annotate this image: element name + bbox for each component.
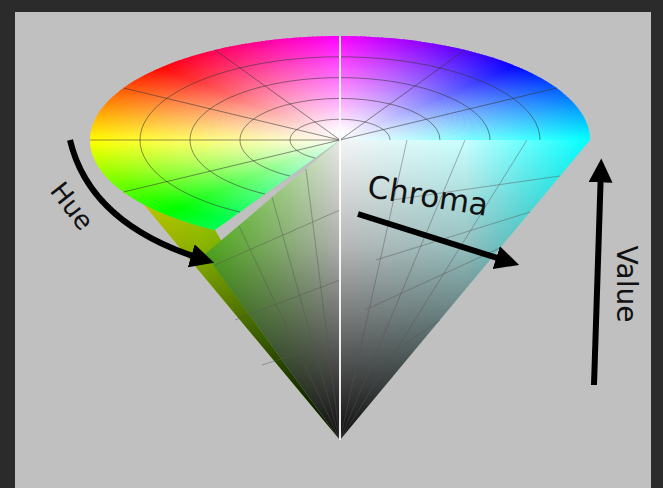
axis-label: Value — [612, 246, 640, 323]
value-arrow — [594, 168, 601, 385]
chroma-arrow — [358, 214, 510, 262]
hue-arrow — [70, 140, 205, 260]
